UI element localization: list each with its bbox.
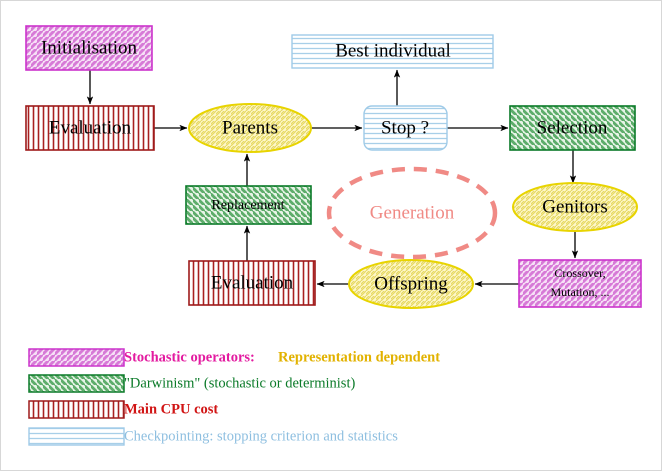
annotation-generation: Generation (326, 166, 498, 260)
legend: Stochastic operators: Representation dep… (28, 348, 440, 446)
node-crossover-label-line1: Crossover, (554, 266, 605, 280)
node-replacement-label: Replacement (211, 198, 284, 213)
legend-swatch-magenta (28, 348, 125, 367)
node-stop-label: Stop ? (381, 117, 429, 138)
node-replacement-shape (185, 185, 312, 225)
node-evaluation-bottom[interactable]: Evaluation (188, 260, 316, 306)
node-parents-shape (188, 103, 312, 153)
node-genitors-shape (512, 182, 638, 232)
node-evaluation-bottom-label: Evaluation (211, 272, 294, 293)
node-offspring-label: Offspring (374, 273, 448, 294)
legend-swatch-darkred (28, 400, 125, 419)
node-evaluation-top[interactable]: Evaluation (25, 105, 155, 151)
legend-label-darwinism: "Darwinism" (stochastic or determinist) (124, 375, 355, 391)
legend-swatch-blue (28, 427, 125, 446)
node-best-individual-label: Best individual (335, 40, 451, 61)
node-stop-shape (363, 105, 448, 151)
node-stop[interactable]: Stop ? (363, 105, 448, 151)
legend-label-stochastic-operators: Stochastic operators: (124, 349, 255, 365)
legend-label-checkpointing: Checkpointing: stopping criterion and st… (124, 428, 398, 444)
node-initialisation-label: Initialisation (41, 37, 138, 58)
node-genitors-label: Genitors (542, 196, 607, 217)
node-initialisation[interactable]: Initialisation (25, 25, 153, 71)
legend-item-checkpointing: Checkpointing: stopping criterion and st… (28, 427, 398, 446)
node-evaluation-bottom-shape (188, 260, 316, 306)
node-best-individual-shape (291, 34, 494, 69)
node-selection-shape (509, 105, 636, 151)
legend-swatch-green (28, 374, 125, 393)
node-offspring[interactable]: Offspring (348, 259, 474, 309)
legend-item-main-cpu-cost: Main CPU cost (28, 400, 218, 419)
generation-label: Generation (370, 202, 455, 223)
generation-dashed-ellipse (326, 166, 498, 260)
legend-item-stochastic-operators: Stochastic operators: Representation dep… (28, 348, 440, 367)
legend-label-main-cpu-cost: Main CPU cost (124, 401, 218, 417)
node-crossover-mutation[interactable]: Crossover, Mutation, ... (518, 259, 642, 308)
edge-layer (86, 69, 579, 288)
legend-label-representation-dependent: Representation dependent (278, 349, 440, 365)
node-evaluation-top-shape (25, 105, 155, 151)
node-evaluation-top-label: Evaluation (49, 117, 132, 138)
node-genitors[interactable]: Genitors (512, 182, 638, 232)
node-best-individual[interactable]: Best individual (291, 34, 494, 69)
node-initialisation-shape (25, 25, 153, 71)
legend-item-darwinism: "Darwinism" (stochastic or determinist) (28, 374, 355, 393)
node-crossover-mutation-shape (518, 259, 642, 308)
node-parents[interactable]: Parents (188, 103, 312, 153)
node-replacement[interactable]: Replacement (185, 185, 312, 225)
node-parents-label: Parents (222, 117, 278, 138)
node-selection-label: Selection (537, 117, 608, 138)
node-selection[interactable]: Selection (509, 105, 636, 151)
node-offspring-shape (348, 259, 474, 309)
node-crossover-label-line2: Mutation, ... (551, 285, 610, 299)
